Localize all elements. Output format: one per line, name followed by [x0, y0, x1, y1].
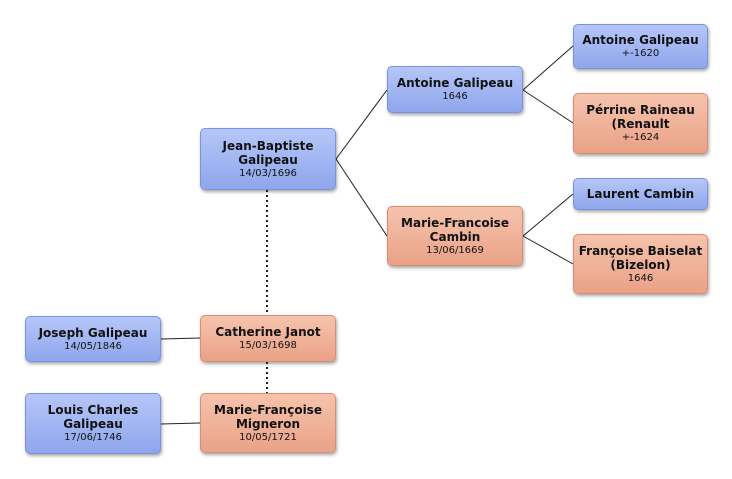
person-date: 17/06/1746 — [64, 432, 122, 443]
person-node-antoine-galipeau-1620[interactable]: Antoine Galipeau +-1620 — [573, 24, 708, 69]
connector-joseph-catherine — [160, 337, 201, 340]
person-date: 1646 — [627, 272, 654, 284]
person-name: Marie-Françoise Migneron — [214, 402, 322, 431]
connector-jean-baptiste-antoine — [335, 89, 388, 160]
connector-marie-francoise-francoise — [522, 235, 574, 265]
person-name: Laurent Cambin — [586, 187, 695, 201]
person-node-antoine-galipeau-1646[interactable]: Antoine Galipeau 1646 — [387, 66, 523, 113]
person-date: 13/06/1669 — [426, 244, 484, 256]
connector-antoine-perrine — [522, 89, 574, 124]
person-name: Antoine Galipeau — [582, 33, 699, 47]
person-date: 10/05/1721 — [239, 431, 297, 443]
person-date: +-1624 — [621, 132, 660, 143]
person-name: Joseph Galipeau — [38, 325, 148, 340]
connector-louis-charles-marie-francoise — [160, 422, 201, 425]
person-date: 14/05/1846 — [64, 340, 122, 352]
connector-marie-francoise-laurent — [522, 193, 574, 237]
person-node-perrine-raineau[interactable]: Pérrine Raineau (Renault +-1624 — [573, 93, 708, 154]
person-date: 14/03/1696 — [239, 167, 297, 179]
connector-jean-baptiste-marie-francoise-cambin — [335, 158, 388, 237]
person-node-catherine-janot[interactable]: Catherine Janot 15/03/1698 — [200, 315, 336, 362]
person-date: +-1620 — [621, 48, 660, 59]
person-name: Antoine Galipeau — [396, 76, 514, 90]
person-node-marie-francoise-migneron[interactable]: Marie-Françoise Migneron 10/05/1721 — [200, 393, 336, 453]
person-name: Pérrine Raineau (Renault — [586, 103, 695, 131]
person-node-laurent-cambin[interactable]: Laurent Cambin — [573, 178, 708, 210]
person-name: Marie-Francoise Cambin — [401, 215, 509, 244]
person-node-jean-baptiste-galipeau[interactable]: Jean-Baptiste Galipeau 14/03/1696 — [200, 128, 336, 190]
person-date: 15/03/1698 — [239, 340, 297, 351]
person-name: Catherine Janot — [215, 325, 321, 339]
person-node-joseph-galipeau[interactable]: Joseph Galipeau 14/05/1846 — [25, 316, 161, 362]
person-node-marie-francoise-cambin[interactable]: Marie-Francoise Cambin 13/06/1669 — [387, 206, 523, 266]
person-name: Louis Charles Galipeau — [47, 403, 139, 431]
person-date: 1646 — [442, 91, 468, 102]
person-name: Jean-Baptiste Galipeau — [222, 138, 314, 167]
person-name: Françoise Baiselat (Bizelon) — [578, 243, 703, 272]
person-node-louis-charles-galipeau[interactable]: Louis Charles Galipeau 17/06/1746 — [25, 393, 161, 454]
person-node-francoise-baiselat[interactable]: Françoise Baiselat (Bizelon) 1646 — [573, 234, 708, 294]
connector-antoine-antoine-senior — [522, 45, 574, 91]
